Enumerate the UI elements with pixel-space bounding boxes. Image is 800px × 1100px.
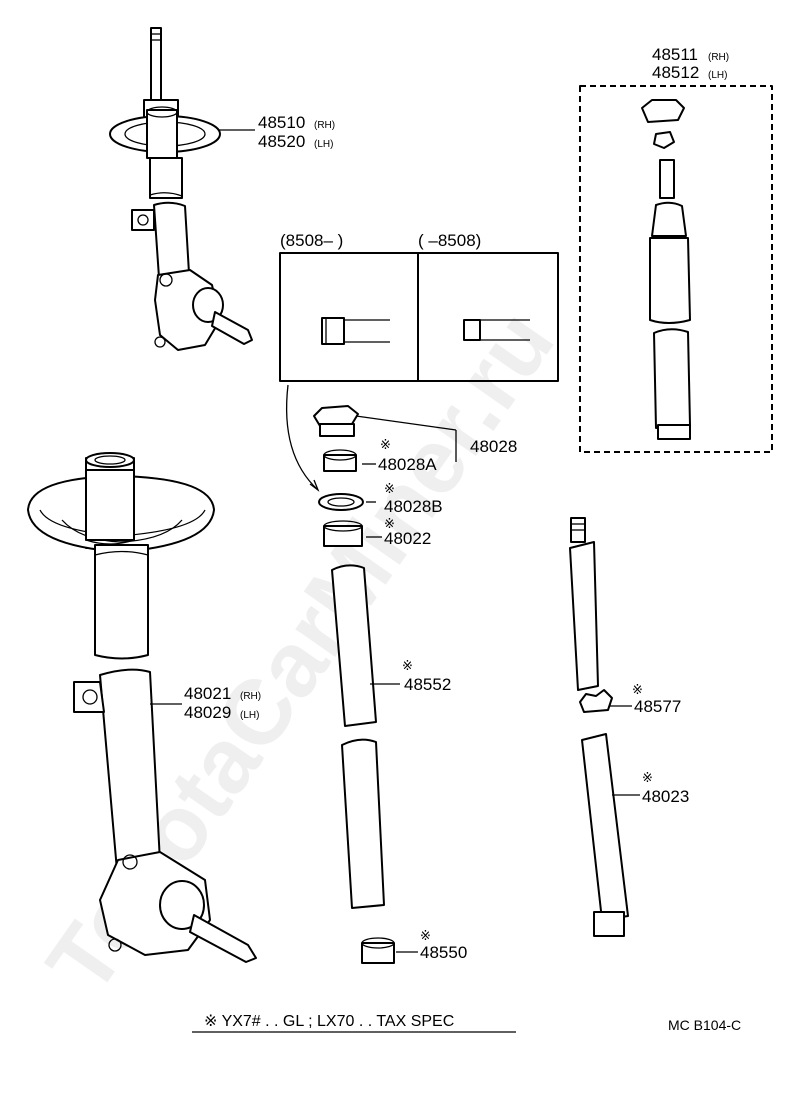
- part-48552-tube[interactable]: [331, 564, 385, 909]
- label-48511: 48511 (RH): [652, 45, 729, 64]
- label-48021: 48021 (RH): [184, 684, 261, 703]
- svg-text:48021: 48021: [184, 684, 231, 703]
- part-48022-upper-seat[interactable]: [323, 520, 363, 547]
- svg-text:48550: 48550: [420, 943, 467, 962]
- svg-text:※: ※: [402, 659, 413, 674]
- part-48028B-ring[interactable]: [318, 493, 364, 511]
- svg-text:※: ※: [420, 929, 431, 944]
- svg-text:48028A: 48028A: [378, 455, 437, 474]
- label-48029: 48029 (LH): [184, 703, 259, 722]
- part-48028-upper-mount[interactable]: [313, 405, 359, 437]
- part-48023-shock-absorber[interactable]: [569, 517, 629, 937]
- strut-assembly-large[interactable]: [27, 452, 257, 963]
- strut-assembly-small[interactable]: [109, 27, 253, 351]
- label-48577: ※ 48577: [632, 683, 681, 716]
- dashed-kit-box: [579, 85, 773, 453]
- label-48022: ※ 48022: [384, 517, 431, 548]
- change-box: [279, 252, 559, 382]
- label-48028A: ※ 48028A: [378, 438, 437, 474]
- label-48023: ※ 48023: [642, 771, 689, 806]
- svg-text:※: ※: [632, 683, 643, 698]
- svg-text:※: ※: [384, 482, 395, 497]
- label-48552: ※ 48552: [402, 659, 451, 694]
- svg-text:48552: 48552: [404, 675, 451, 694]
- svg-text:(LH): (LH): [240, 710, 259, 721]
- footnote-text: ※ YX7# . . GL ; LX70 . . TAX SPEC: [204, 1013, 454, 1030]
- diagram-code: MC B104-C: [668, 1017, 741, 1033]
- label-48510: 48510 (RH): [258, 113, 335, 132]
- part-48028A-bearing[interactable]: [323, 449, 357, 472]
- pointer-arrow-icon: [285, 384, 319, 491]
- svg-text:※: ※: [380, 438, 391, 453]
- part-48577-spring-insulator[interactable]: [579, 689, 613, 713]
- svg-text:48512: 48512: [652, 63, 699, 82]
- svg-text:48520: 48520: [258, 132, 305, 151]
- part-48550-bump-stopper[interactable]: [361, 937, 395, 964]
- label-48028B: ※ 48028B: [384, 482, 443, 516]
- svg-text:(LH): (LH): [708, 70, 727, 81]
- svg-text:※: ※: [642, 771, 653, 786]
- svg-text:(RH): (RH): [708, 52, 729, 63]
- svg-text:(LH): (LH): [314, 139, 333, 150]
- svg-text:48577: 48577: [634, 697, 681, 716]
- date-range-right: ( –8508): [418, 231, 481, 250]
- leader-lines: [150, 129, 640, 953]
- svg-text:48029: 48029: [184, 703, 231, 722]
- svg-text:※: ※: [384, 517, 395, 532]
- svg-text:48510: 48510: [258, 113, 305, 132]
- label-48550: ※ 48550: [420, 929, 467, 962]
- svg-text:48023: 48023: [642, 787, 689, 806]
- svg-text:(RH): (RH): [314, 120, 335, 131]
- svg-text:48511: 48511: [652, 45, 698, 64]
- svg-text:(RH): (RH): [240, 691, 261, 702]
- svg-text:48022: 48022: [384, 529, 431, 548]
- label-48028: 48028: [470, 437, 517, 456]
- label-48520: 48520 (LH): [258, 132, 333, 151]
- date-range-left: (8508– ): [280, 231, 343, 250]
- label-48512: 48512 (LH): [652, 63, 727, 82]
- svg-text:48028B: 48028B: [384, 497, 443, 516]
